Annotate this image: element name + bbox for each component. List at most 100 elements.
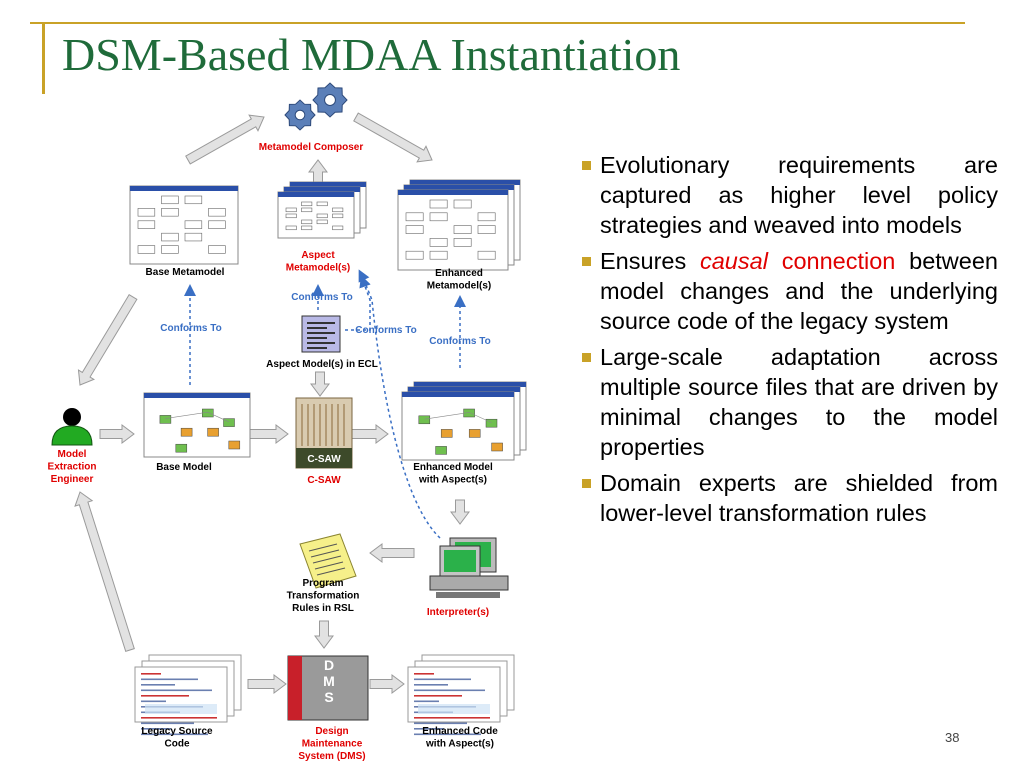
window-content — [477, 250, 496, 260]
title-rule-vertical — [42, 22, 45, 94]
enhanced-code-label: with Aspect(s) — [425, 739, 494, 750]
model-element — [228, 440, 241, 450]
enhanced-metamodel-screenshot — [397, 189, 509, 271]
flow-arrow — [353, 112, 433, 163]
flow-arrow — [351, 424, 389, 444]
model-connection — [165, 411, 229, 423]
window-content — [316, 201, 328, 207]
dms-label: Maintenance — [302, 739, 363, 750]
model-element — [440, 429, 453, 438]
flow-arrow — [247, 674, 287, 694]
window-content — [316, 213, 328, 219]
code-line — [414, 695, 462, 697]
code-line — [414, 717, 490, 719]
window-content — [208, 245, 226, 254]
computer-screen-icon — [444, 550, 476, 572]
base-metamodel-label: Base Metamodel — [146, 267, 225, 278]
bullet-item: Evolutionary requirements are captured a… — [582, 150, 998, 240]
flow-arrow — [310, 371, 330, 397]
code-line — [141, 733, 208, 736]
bullet-text: Ensures — [600, 248, 700, 274]
conforms-to-label: Conforms To — [160, 323, 221, 334]
flow-arrow — [369, 543, 415, 563]
bullet-text: Large-scale adaptation across multiple s… — [600, 344, 998, 460]
model-element — [180, 427, 193, 437]
window-content — [429, 199, 448, 209]
flow-arrow — [99, 424, 135, 444]
bullet-item: Large-scale adaptation across multiple s… — [582, 342, 998, 462]
keyboard-icon — [436, 592, 500, 598]
window-content — [184, 220, 203, 229]
bullet-marker-icon — [582, 257, 591, 266]
window-content — [332, 207, 344, 213]
window-content — [405, 225, 424, 234]
dms-stripe — [288, 656, 302, 720]
window-content — [137, 245, 156, 254]
enhanced-code-label: Enhanced Code — [422, 726, 498, 737]
flow-arrow — [314, 620, 334, 649]
conforms-to-label: Conforms To — [291, 292, 352, 303]
bullet-item: Domain experts are shielded from lower-l… — [582, 468, 998, 528]
gear-hole — [324, 94, 336, 106]
bullet-marker-icon — [582, 479, 591, 488]
sticky-note-icon — [299, 533, 357, 589]
note-line — [312, 555, 342, 564]
window-titlebar — [410, 180, 520, 185]
document-line — [307, 322, 335, 324]
enhanced-model-label: Enhanced Model — [413, 462, 493, 473]
window-content — [477, 225, 496, 234]
window-content — [137, 208, 156, 217]
program-rules-label: Program — [302, 578, 343, 589]
dms-logo-letter: D — [324, 657, 334, 673]
code-line — [141, 728, 171, 730]
aspect-metamodel-screenshot — [277, 191, 355, 239]
window-content — [161, 208, 179, 217]
model-element — [485, 418, 498, 428]
window-content — [184, 195, 203, 205]
interpreters-label: Interpreter(s) — [427, 607, 489, 618]
dms-label: Design — [315, 726, 348, 737]
bullet-text: between model changes and the underlying… — [600, 248, 998, 334]
window-titlebar — [398, 190, 508, 195]
model-extraction-engineer-label: Engineer — [51, 474, 94, 485]
legacy-source-label: Legacy Source — [141, 726, 213, 737]
code-line — [414, 689, 485, 692]
model-element — [159, 415, 172, 424]
code-line — [414, 684, 448, 686]
aspect-metamodels-label: Metamodel(s) — [286, 263, 350, 274]
code-highlight — [418, 704, 490, 714]
c-saw-label: C-SAW — [307, 475, 341, 486]
bullet-item: Ensures causal connection between model … — [582, 246, 998, 336]
window-content — [184, 232, 203, 242]
computer-base-icon — [429, 575, 509, 591]
page-number: 38 — [945, 730, 960, 745]
c-saw-logo-text: C-SAW — [307, 454, 341, 465]
model-element — [223, 418, 235, 427]
window-titlebar — [144, 393, 250, 398]
code-line — [414, 673, 434, 675]
window-content — [161, 232, 179, 242]
bullet-text: connection — [767, 248, 896, 274]
document-line — [307, 342, 335, 344]
model-connection — [424, 412, 492, 423]
note-line — [310, 549, 340, 558]
window-content — [453, 199, 472, 209]
slide-title: DSM-Based MDAA Instantiation — [62, 29, 681, 80]
model-element — [207, 427, 219, 437]
window-content — [301, 207, 313, 213]
code-line — [141, 684, 175, 686]
legacy-source-label: Code — [165, 739, 190, 750]
window-titlebar — [408, 387, 520, 392]
window-content — [208, 208, 226, 217]
code-line — [141, 673, 161, 675]
dms-logo-letter: M — [323, 673, 335, 689]
bullet-text: causal — [699, 248, 768, 274]
window-content — [453, 225, 472, 234]
document-line — [307, 327, 327, 329]
model-extraction-engineer-label: Extraction — [48, 462, 97, 473]
flow-arrow — [450, 499, 470, 525]
code-line — [141, 717, 217, 719]
window-titlebar — [130, 186, 238, 191]
model-extraction-engineer-label: Model — [58, 449, 87, 460]
window-titlebar — [278, 192, 354, 197]
